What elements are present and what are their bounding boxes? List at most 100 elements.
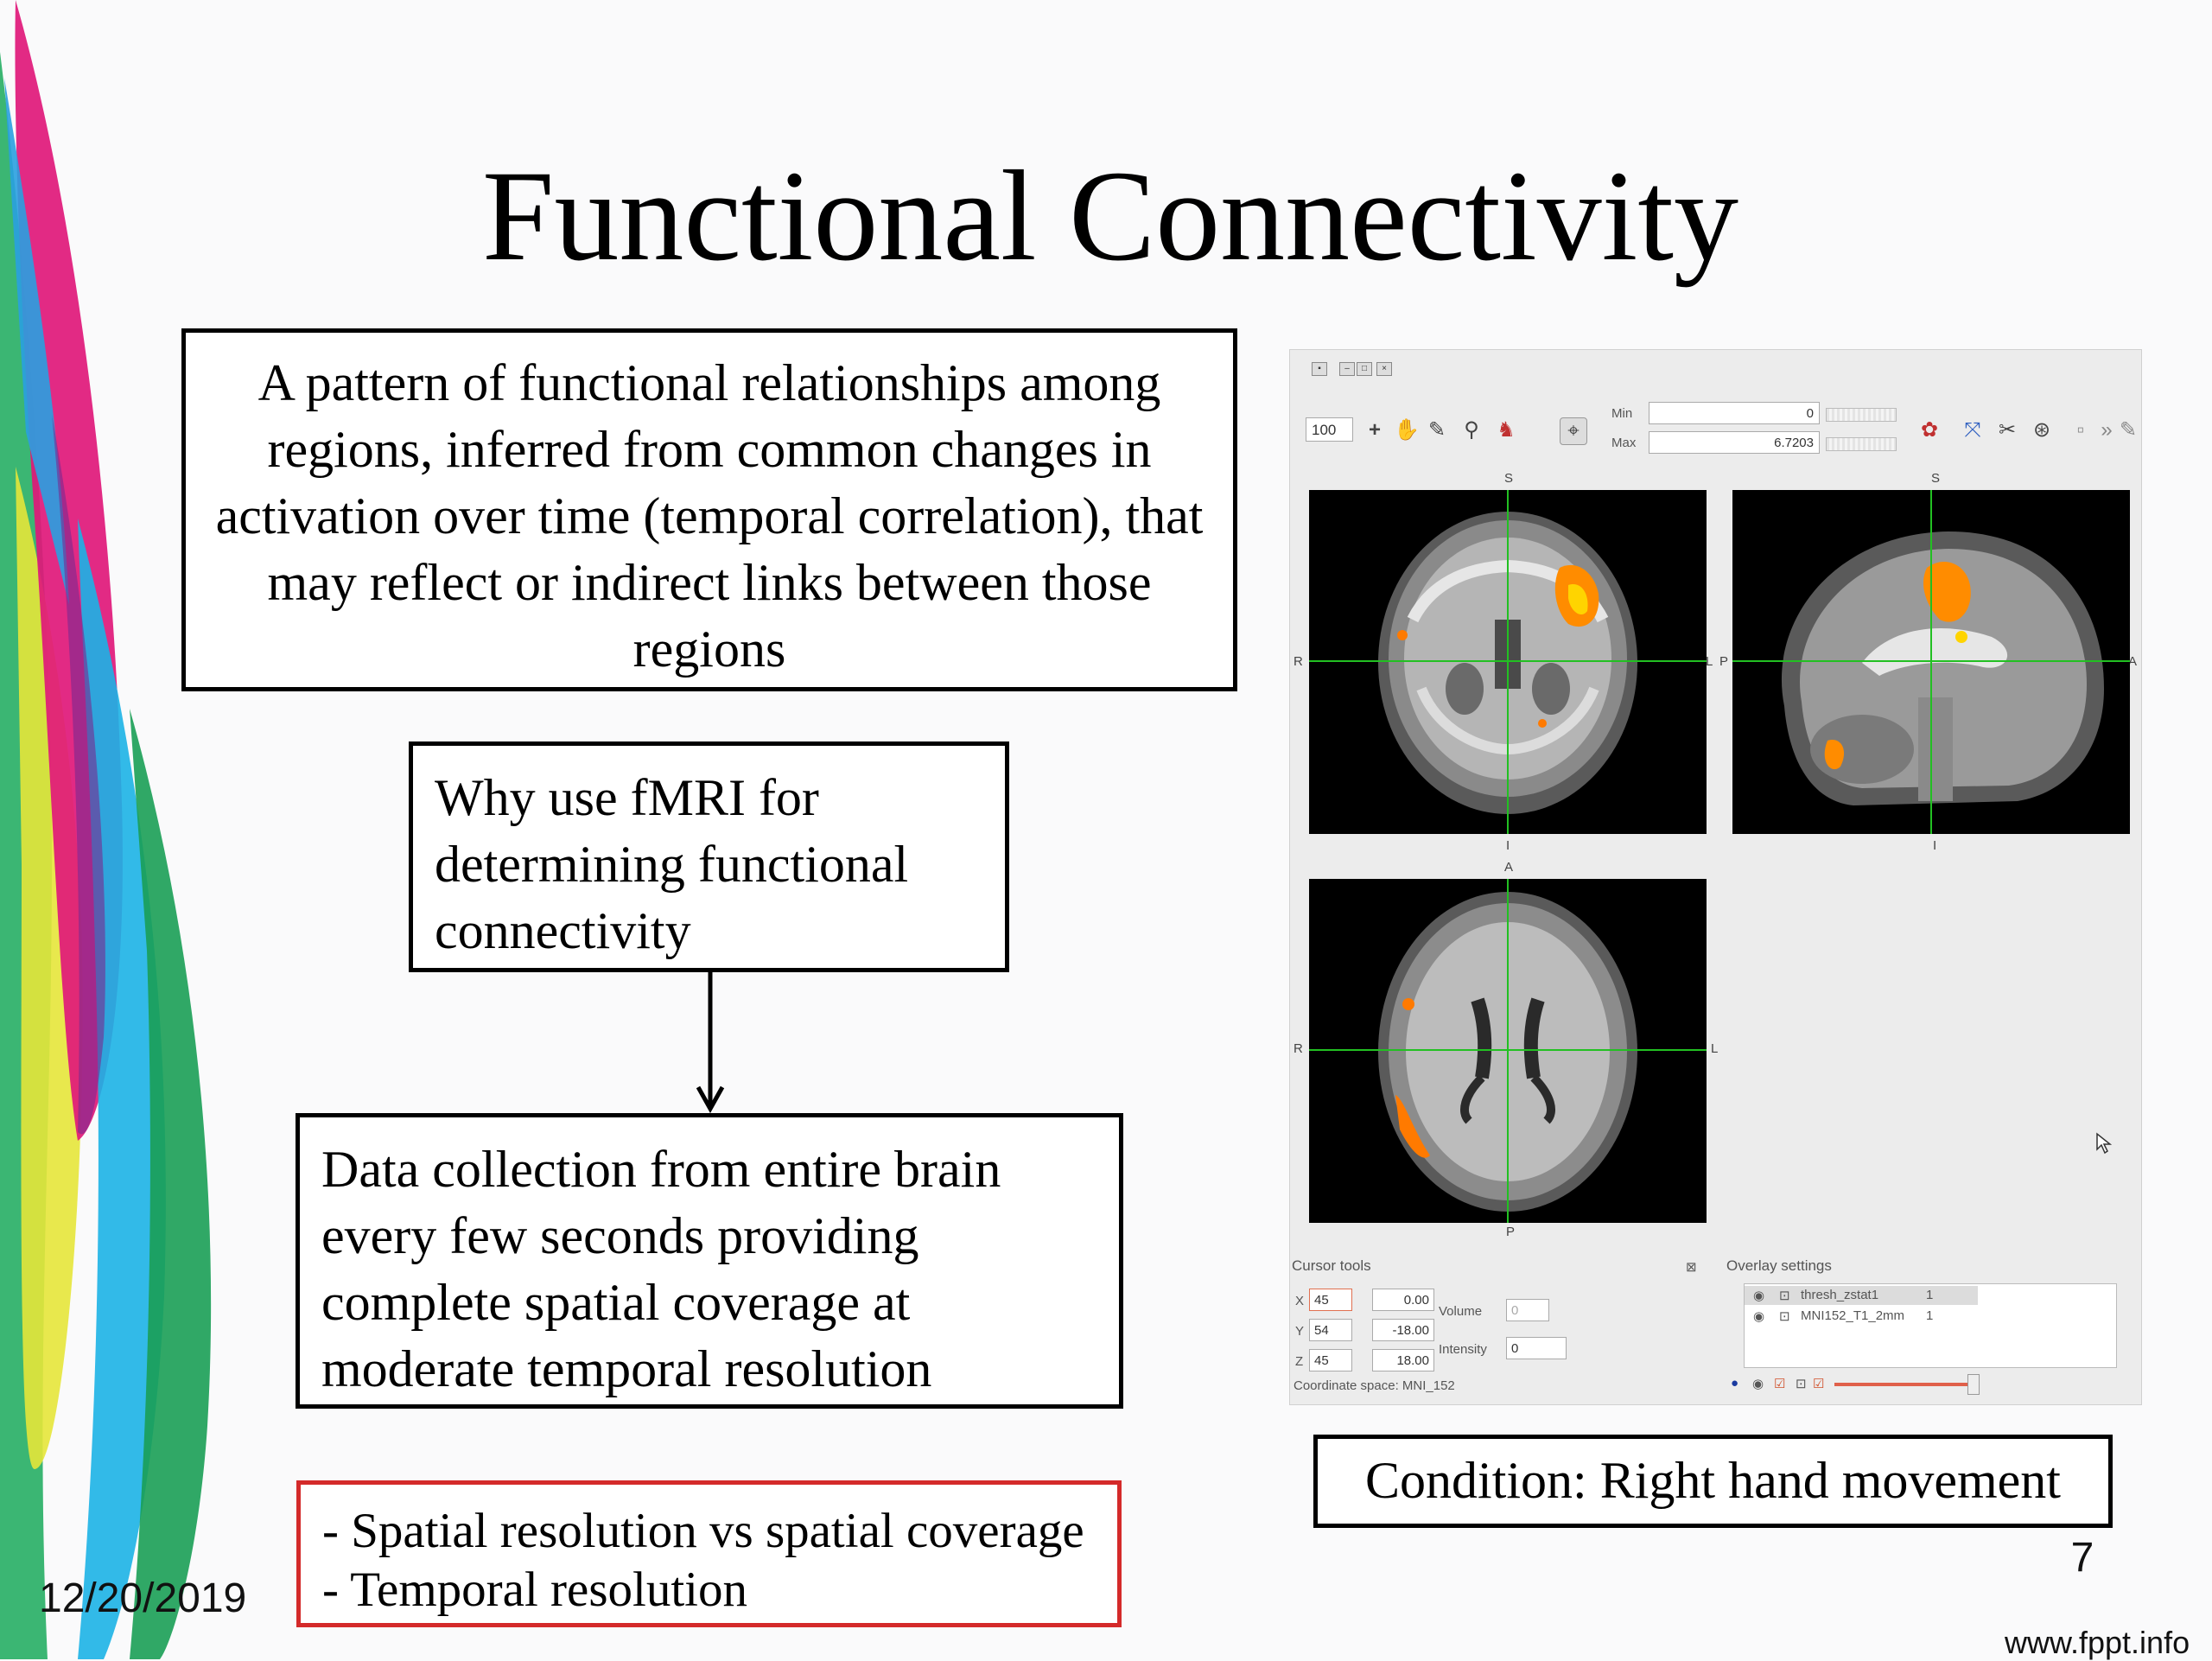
min-input[interactable]: 0	[1649, 402, 1820, 424]
fsleyes-viewer: ▪ – □ × 100 + ✋ ✎ ⚲ ♞ ⌖ Min 0 Max 6.7203…	[1289, 349, 2142, 1405]
maximize-icon[interactable]: □	[1357, 362, 1372, 376]
min-slider[interactable]	[1826, 408, 1897, 422]
eye-icon[interactable]: ◉	[1753, 1309, 1765, 1324]
eye-toggle-icon[interactable]: ◉	[1752, 1377, 1764, 1391]
why-fmri-box: Why use fMRI for determining functional …	[409, 741, 1009, 972]
volume-label: Volume	[1439, 1304, 1483, 1319]
max-label: Max	[1611, 436, 1637, 450]
sagittal-left-label: P	[1719, 654, 1729, 669]
pen-tool-icon[interactable]: ✎	[1427, 418, 1446, 442]
coordinate-space: Coordinate space: MNI_152	[1294, 1378, 1455, 1393]
colormap-icon[interactable]: ♞	[1497, 418, 1516, 442]
axial-top-label: A	[1504, 860, 1514, 875]
z-mm-input[interactable]: 18.00	[1372, 1349, 1434, 1371]
mouse-pointer-icon	[2096, 1132, 2113, 1155]
why-line: connectivity	[435, 902, 691, 959]
coronal-left-label: R	[1294, 654, 1303, 669]
data-line: moderate temporal resolution	[321, 1340, 932, 1397]
overlay-index: 1	[1926, 1308, 1934, 1323]
overlay-name: thresh_zstat1	[1801, 1288, 1879, 1302]
y-voxel-input[interactable]: 54	[1309, 1319, 1352, 1341]
overlay-list-item[interactable]: ◉ ⊡ MNI152_T1_2mm 1	[1745, 1307, 1978, 1326]
volume-input[interactable]: 0	[1506, 1299, 1549, 1321]
axial-brain-image	[1309, 879, 1707, 1223]
lock-icon[interactable]: ⊡	[1779, 1309, 1790, 1324]
save-icon[interactable]: ▫	[2076, 418, 2085, 442]
data-collection-box: Data collection from entire brain every …	[296, 1113, 1123, 1409]
z-label: Z	[1295, 1354, 1304, 1369]
viewer-toolbar: ▪ – □ × 100 + ✋ ✎ ⚲ ♞ ⌖ Min 0 Max 6.7203…	[1290, 350, 2141, 454]
overlay-name: MNI152_T1_2mm	[1801, 1308, 1905, 1323]
x-label: X	[1295, 1294, 1305, 1308]
min-label: Min	[1611, 406, 1633, 421]
panel-close-icon[interactable]: ⊠	[1686, 1260, 1697, 1275]
coronal-brain-image	[1309, 490, 1707, 834]
overlay-index: 1	[1926, 1288, 1934, 1302]
x-voxel-input[interactable]: 45	[1309, 1289, 1352, 1311]
zoom-tool-icon[interactable]: ⚲	[1464, 418, 1479, 442]
tools-icon[interactable]: ✂	[1998, 418, 2017, 442]
z-voxel-input[interactable]: 45	[1309, 1349, 1352, 1371]
data-line: complete spatial coverage at	[321, 1274, 911, 1331]
intensity-value: 0	[1506, 1337, 1567, 1359]
cursor-tools-title: Cursor tools	[1292, 1257, 1371, 1274]
intensity-label: Intensity	[1439, 1342, 1487, 1357]
coronal-bottom-label: I	[1506, 838, 1510, 853]
data-line: every few seconds providing	[321, 1207, 919, 1264]
overlay-icon[interactable]: ✿	[1920, 418, 1939, 442]
overlay-settings-title: Overlay settings	[1726, 1257, 1832, 1274]
transform-icon[interactable]: ⤧	[1964, 418, 1981, 442]
overlay-list-item[interactable]: ◉ ⊡ thresh_zstat1 1	[1745, 1286, 1978, 1305]
checkbox-icon[interactable]: ☑	[1813, 1377, 1825, 1391]
pan-tool-icon[interactable]: ✋	[1394, 418, 1420, 442]
coronal-top-label: S	[1504, 471, 1514, 486]
axial-left-label: R	[1294, 1041, 1303, 1056]
sagittal-brain-image	[1732, 490, 2130, 834]
slide-date: 12/20/2019	[39, 1575, 247, 1621]
decorative-ribbons	[0, 0, 212, 1659]
why-line: Why use fMRI for	[435, 769, 819, 826]
resolution-notes-box: - Spatial resolution vs spatial coverage…	[296, 1480, 1122, 1627]
window-menu-icon[interactable]: ▪	[1312, 362, 1327, 376]
locate-icon[interactable]: ⌖	[1560, 417, 1587, 445]
crosshair-tool-icon[interactable]: +	[1368, 418, 1381, 442]
x-mm-input[interactable]: 0.00	[1372, 1289, 1434, 1311]
sagittal-right-label: A	[2128, 654, 2138, 669]
checkbox-icon[interactable]: ☑	[1774, 1377, 1786, 1391]
y-label: Y	[1295, 1324, 1305, 1339]
eye-icon[interactable]: ◉	[1753, 1289, 1765, 1303]
max-slider[interactable]	[1826, 437, 1897, 451]
info-icon[interactable]: ●	[1731, 1376, 1739, 1391]
max-input[interactable]: 6.7203	[1649, 431, 1820, 454]
why-line: determining functional	[435, 836, 909, 893]
page-number: 7	[2070, 1535, 2094, 1581]
definition-box: A pattern of functional relationships am…	[181, 328, 1237, 691]
zoom-input[interactable]: 100	[1306, 417, 1353, 442]
minimize-icon[interactable]: –	[1339, 362, 1355, 376]
overlay-list: ◉ ⊡ thresh_zstat1 1 ◉ ⊡ MNI152_T1_2mm 1	[1744, 1283, 2117, 1368]
coronal-right-label: L	[1706, 654, 1713, 669]
y-mm-input[interactable]: -18.00	[1372, 1319, 1434, 1341]
more-icon[interactable]: »	[2101, 418, 2113, 442]
close-icon[interactable]: ×	[1376, 362, 1392, 376]
opacity-slider[interactable]	[1834, 1383, 1973, 1386]
slide-title: Functional Connectivity	[481, 144, 1738, 288]
down-arrow-icon	[696, 972, 725, 1113]
site-watermark: www.fppt.info	[2005, 1625, 2190, 1660]
sagittal-viewport[interactable]	[1732, 490, 2130, 834]
opacity-slider-handle[interactable]	[1967, 1374, 1980, 1395]
sagittal-bottom-label: I	[1933, 838, 1937, 853]
sagittal-top-label: S	[1931, 471, 1941, 486]
axial-bottom-label: P	[1506, 1225, 1516, 1239]
edit-icon[interactable]: ✎	[2119, 418, 2138, 442]
coronal-viewport[interactable]	[1309, 490, 1707, 834]
note-line: - Spatial resolution vs spatial coverage	[322, 1504, 1084, 1558]
condition-box: Condition: Right hand movement	[1313, 1435, 2113, 1528]
lock-toggle-icon[interactable]: ⊡	[1796, 1377, 1807, 1391]
data-line: Data collection from entire brain	[321, 1141, 1001, 1198]
lock-icon[interactable]: ⊡	[1779, 1289, 1790, 1303]
binoculars-icon[interactable]: ⊛	[2032, 418, 2051, 442]
axial-viewport[interactable]	[1309, 879, 1707, 1223]
axial-right-label: L	[1711, 1041, 1719, 1056]
